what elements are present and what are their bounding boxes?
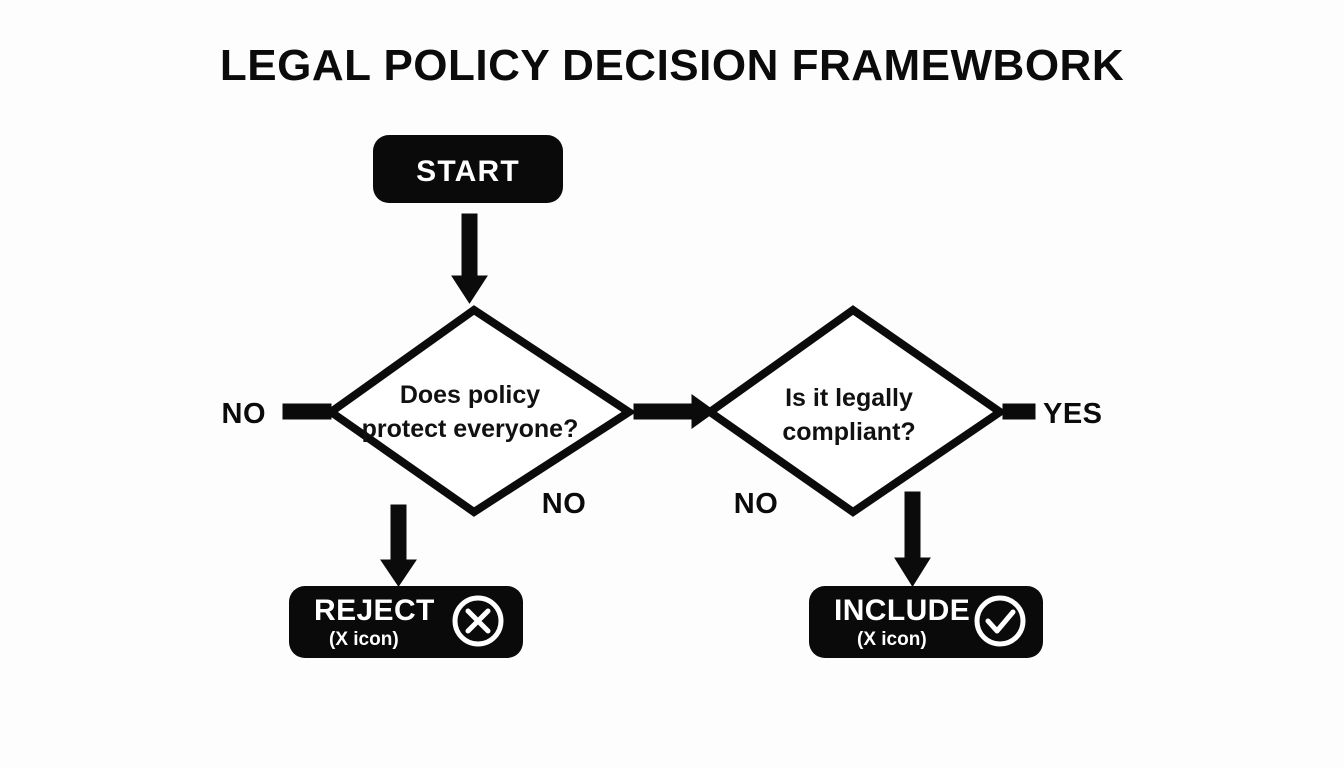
decision-one-line-1: Does policy: [400, 381, 540, 409]
circle-x-icon: [452, 595, 504, 647]
page-title: LEGAL POLICY DECISION FRAMEWBORK: [220, 41, 1124, 90]
node-decision-two[interactable]: Is it legally compliant?: [703, 305, 1008, 517]
connector-decision-two-to-include: [894, 491, 931, 587]
connector-decision-one-to-reject: [380, 504, 417, 587]
decision-one-line-2: protect everyone?: [362, 415, 579, 443]
include-sublabel: (X icon): [857, 629, 927, 650]
reject-sublabel: (X icon): [329, 629, 399, 650]
edge-label-no-decision-two-bottom: NO: [734, 488, 779, 520]
reject-label: REJECT: [314, 594, 435, 627]
edge-label-yes-right: YES: [1043, 398, 1103, 430]
node-reject[interactable]: REJECT (X icon): [289, 586, 523, 658]
decision-two-line-1: Is it legally: [785, 384, 913, 412]
node-include[interactable]: INCLUDE (X icon): [809, 586, 1043, 658]
circle-check-icon: [974, 595, 1026, 647]
node-decision-one[interactable]: Does policy protect everyone?: [324, 305, 637, 517]
node-start[interactable]: START: [373, 135, 563, 203]
include-label: INCLUDE: [834, 594, 970, 627]
decision-two-line-2: compliant?: [782, 418, 915, 446]
connector-start-to-decision-one: [451, 213, 488, 304]
start-label: START: [416, 155, 520, 188]
start-shape: [373, 135, 563, 203]
decision-one-shape-outline: [324, 305, 637, 517]
edge-label-no-left: NO: [222, 398, 267, 430]
connector-decision-one-to-decision-two: [633, 394, 716, 429]
connector-decision-two-right-stub: [1002, 403, 1036, 420]
connector-decision-one-left-stub: [282, 403, 332, 420]
decision-two-shape-outline: [703, 305, 1008, 517]
edge-label-no-decision-one-bottom: NO: [542, 488, 587, 520]
